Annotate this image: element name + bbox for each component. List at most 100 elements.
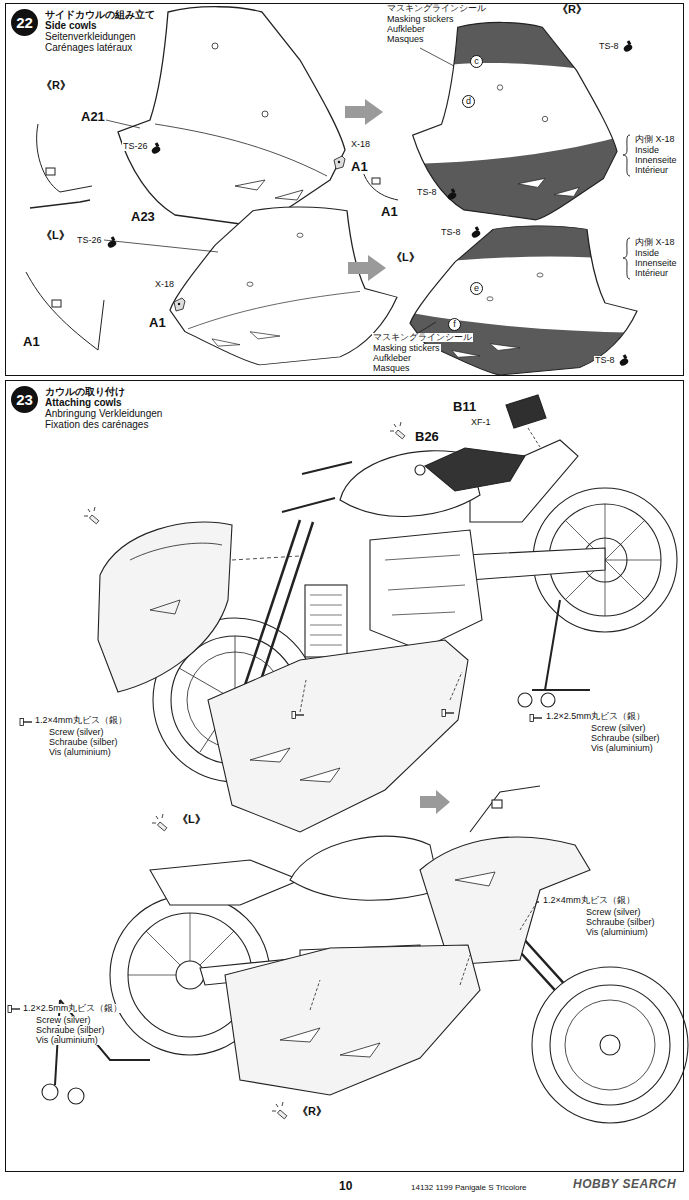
process-arrow <box>345 99 383 125</box>
bracket <box>623 135 630 279</box>
step-title: サイドカウルの組み立て <box>45 9 155 20</box>
step-number: 22 <box>11 9 38 36</box>
sticker-letter: f <box>448 318 461 331</box>
note-text: Schraube (silber) <box>35 1026 106 1035</box>
motorcycle-bottom <box>310 902 537 1010</box>
screw-markers <box>8 1006 20 1013</box>
note-text: TS-26 <box>76 236 103 245</box>
note-text: Schraube (silber) <box>590 734 661 743</box>
leader-line <box>104 240 218 252</box>
part-markers <box>174 298 185 311</box>
motorcycle-top <box>506 395 546 428</box>
detail-inset <box>37 124 92 192</box>
motorcycle-bottom <box>600 1035 620 1055</box>
motorcycle-bottom <box>176 961 204 989</box>
side-cowl-left <box>170 207 397 365</box>
motorcycle-bottom <box>42 836 688 1123</box>
note-text: Vis (aluminium) <box>48 748 112 757</box>
part-label: B26 <box>414 430 440 444</box>
motorcycle-top <box>232 556 300 560</box>
note-text: 内側 X-18 <box>634 135 676 144</box>
motorcycle-top <box>130 543 222 614</box>
note-text: Inside <box>634 249 660 258</box>
part-label: 《L》 <box>390 252 421 264</box>
sticker-letter: d <box>462 95 475 108</box>
detail-inset <box>30 200 90 208</box>
note-text: Masking stickers <box>372 344 441 353</box>
note-text: Inside <box>634 146 660 155</box>
paint-markers <box>623 40 634 53</box>
note-text: TS-26 <box>122 142 149 151</box>
motorcycle-top <box>532 600 590 690</box>
step-header: 23カウルの取り付けAttaching cowlsAnbringung Verk… <box>11 386 162 430</box>
part-label: A1 <box>350 160 369 174</box>
motorcycle-top <box>98 522 232 692</box>
motorcycle-bottom <box>42 1084 58 1100</box>
motorcycle-top <box>250 748 340 782</box>
side-cowl-right <box>118 7 345 226</box>
note-text: Screw (silver) <box>585 908 642 917</box>
part-label: 《R》 <box>556 4 588 16</box>
detail-inset <box>46 168 55 175</box>
note-text: XF-1 <box>470 418 492 427</box>
note-text: TS-8 <box>440 228 462 237</box>
painted-cowl-right <box>410 20 626 227</box>
part-markers <box>174 156 345 311</box>
step-title: Fixation des carénages <box>45 419 162 430</box>
paint-markers <box>447 188 458 201</box>
motorcycle-bottom <box>290 836 440 900</box>
step-panel: 22サイドカウルの組み立てSide cowlsSeitenverkleidung… <box>5 3 684 376</box>
sticker-letter: c <box>470 55 483 68</box>
note-text: TS-8 <box>416 188 438 197</box>
motorcycle-top <box>282 462 352 512</box>
paint-markers <box>151 142 162 155</box>
sticker-letter: e <box>470 282 483 295</box>
motorcycle-top <box>492 800 502 808</box>
motorcycle-top <box>310 595 342 645</box>
part-label: 《L》 <box>40 230 71 242</box>
motorcycle-top <box>370 530 482 650</box>
note-text: Intérieur <box>634 269 669 278</box>
note-text: 内側 X-18 <box>634 238 676 247</box>
screw-markers <box>292 712 304 719</box>
motorcycle-bottom <box>532 967 688 1123</box>
step-title: Seitenverkleidungen <box>45 31 155 42</box>
step-panel: 23カウルの取り付けAttaching cowlsAnbringung Verk… <box>5 380 684 1172</box>
painted-cowl-left <box>400 224 640 380</box>
part-label: 《R》 <box>40 80 72 92</box>
note-text: TS-8 <box>598 42 620 51</box>
process-arrow <box>348 255 386 281</box>
motorcycle-top <box>208 640 468 832</box>
motorcycle-top <box>98 395 677 832</box>
note-text: Masques <box>386 35 425 44</box>
note-text: 1.2×2.5mm丸ビス（銀） <box>22 1004 123 1013</box>
paint-markers <box>471 226 482 239</box>
note-text: 1.2×4mm丸ビス（銀） <box>542 896 636 905</box>
screw-markers <box>442 710 454 717</box>
part-label: 10 <box>338 1180 353 1193</box>
process-arrow <box>345 99 386 281</box>
note-text: Vis (aluminium) <box>585 928 649 937</box>
note-text: Aufkleber <box>386 25 426 34</box>
note-text: Schraube (silber) <box>585 918 656 927</box>
step-title-block: カウルの取り付けAttaching cowlsAnbringung Verkle… <box>45 386 162 430</box>
detail-inset <box>52 300 61 307</box>
leader-line <box>106 120 140 128</box>
note-text: Schraube (silber) <box>48 738 119 747</box>
note-text: マスキングラインシール <box>372 333 473 342</box>
note-text: Screw (silver) <box>48 728 105 737</box>
note-text: Screw (silver) <box>35 1016 92 1025</box>
motorcycle-top <box>470 786 540 832</box>
part-label: 《R》 <box>296 1106 328 1118</box>
motorcycle-top <box>300 672 462 712</box>
note-text: Innenseite <box>634 156 678 165</box>
painted-cowl-right <box>410 20 626 227</box>
detail-inset <box>372 178 380 184</box>
part-label: A1 <box>148 316 167 330</box>
note-text: マスキングラインシール <box>386 4 487 13</box>
process-arrow <box>420 790 450 814</box>
note-text: Vis (aluminium) <box>35 1036 99 1045</box>
motorcycle-bottom <box>550 985 670 1105</box>
note-text: 1.2×2.5mm丸ビス（銀） <box>545 712 646 721</box>
